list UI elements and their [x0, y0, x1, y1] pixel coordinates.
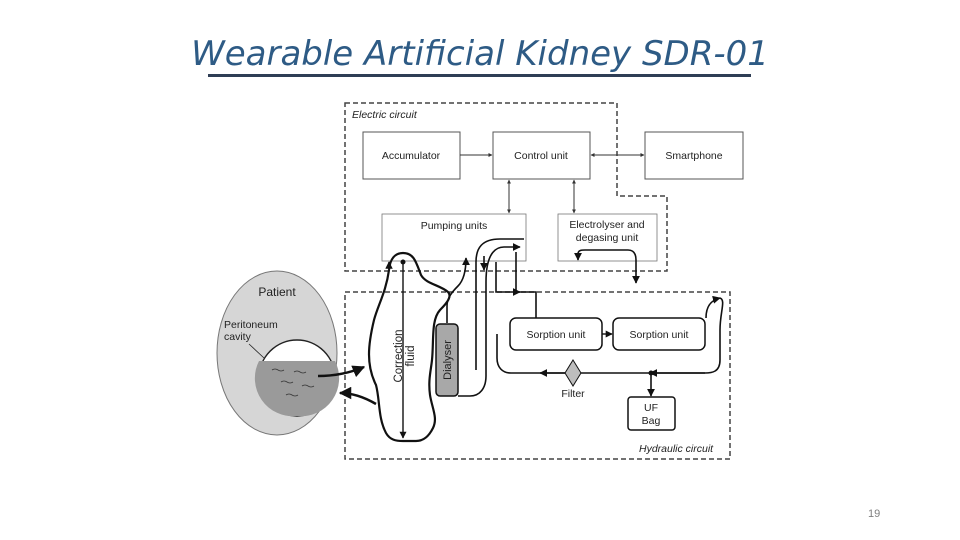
correction-fluid-label-1: Correction: [393, 329, 405, 382]
top-right-return: [705, 295, 721, 319]
patient-label: Patient: [258, 285, 296, 299]
dialyser-box: [435, 323, 459, 397]
fluid-wave-marks: [271, 368, 315, 397]
filter-diamond: [564, 359, 582, 387]
dialyser-label: Dialyser: [442, 340, 454, 380]
sorption-feed-line: [515, 252, 537, 318]
patient-inflow-arrow: [338, 386, 377, 406]
hydraulic-circuit-label: Hydraulic circuit: [639, 443, 714, 455]
correction-fluid-dot: [400, 259, 406, 265]
accumulator-box: [362, 131, 461, 180]
bottom-return-loop: [496, 297, 724, 374]
uf-bag-label-2: Bag: [642, 415, 661, 427]
control-unit-box: [492, 131, 591, 180]
filter-label: Filter: [561, 388, 585, 400]
correction-fluid-label-2: fluid: [405, 345, 417, 366]
patient-outflow-arrow: [317, 365, 366, 378]
control-unit-label: Control unit: [514, 150, 568, 162]
uf-bag-label-1: UF: [644, 402, 658, 414]
sorption-left-entry: [495, 262, 521, 296]
sorption-unit-2-box: [612, 317, 706, 351]
smartphone-box: [644, 131, 744, 180]
title-underline: [208, 74, 751, 77]
electrolyser-label-1: Electrolyser and: [569, 219, 644, 231]
peritoneum-pointer: [248, 343, 265, 359]
correction-fluid-bag: [367, 251, 451, 443]
electrolyser-label-2: degasing unit: [576, 232, 639, 244]
dialyser-to-pump-line: [446, 257, 470, 323]
hydraulic-lines: [446, 238, 724, 397]
sorption-unit-2-label: Sorption unit: [630, 329, 689, 341]
peritoneum-label-2: cavity: [224, 331, 252, 343]
electric-circuit-border: [344, 102, 668, 272]
electrolyser-loop: [574, 249, 640, 284]
uf-bag-box: [627, 396, 676, 431]
page-number: 19: [868, 508, 881, 520]
accumulator-label: Accumulator: [382, 150, 441, 162]
slide-title: Wearable Artificial Kidney SDR-01: [191, 34, 769, 74]
pump-loop-return: [475, 238, 524, 370]
sorption-unit-1-label: Sorption unit: [527, 329, 586, 341]
smartphone-label: Smartphone: [665, 150, 722, 162]
peritoneum-label-1: Peritoneum: [224, 319, 278, 331]
pumping-units-label: Pumping units: [421, 220, 488, 232]
pump-loop-left: [458, 243, 521, 397]
hydraulic-circuit-border: [344, 291, 731, 460]
junction-dot: [648, 370, 654, 376]
electric-circuit-label: Electric circuit: [352, 109, 418, 121]
